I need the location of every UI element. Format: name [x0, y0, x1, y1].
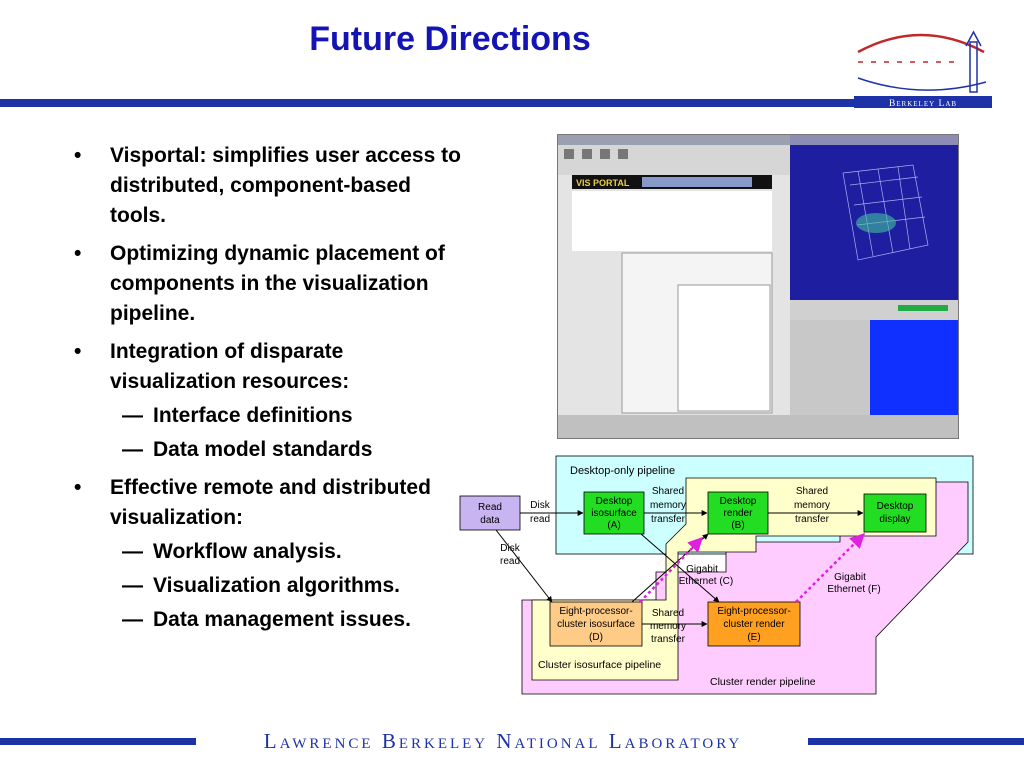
bullet-text: Effective remote and distributed visuali… [110, 476, 431, 529]
sub-bullet-item: — Workflow analysis. [72, 537, 467, 567]
bullet-marker: — [122, 404, 143, 427]
cluster-render-label: Cluster render pipeline [710, 676, 816, 688]
sub-bullet-item: — Interface definitions [72, 401, 467, 431]
top-rule [0, 99, 858, 107]
shared-2-line3: transfer [795, 514, 830, 525]
bullet-marker: • [74, 476, 82, 499]
bullet-text: Integration of disparate visualization r… [110, 340, 350, 393]
disk-read-1-line1: Disk [530, 500, 550, 511]
gigabit-f-line1: Gigabit [834, 572, 866, 583]
pipeline-diagram: Desktop-only pipeline Cluster render pip… [459, 455, 974, 695]
box-display-line2: display [879, 514, 910, 525]
desktop-pipeline-label: Desktop-only pipeline [570, 465, 675, 477]
slide-title: Future Directions [309, 20, 591, 58]
disk-read-1-line2: read [530, 514, 550, 525]
sub-bullet-item: — Data management issues. [72, 605, 467, 635]
box-display [863, 493, 927, 533]
bullet-text: Visportal: simplifies user access to dis… [110, 144, 461, 227]
bullet-text: Interface definitions [153, 404, 353, 427]
bullet-marker: • [74, 144, 82, 167]
box-e-line1: Eight-processor- [717, 606, 790, 617]
footer-lab-name: Lawrence Berkeley National Laboratory [263, 729, 743, 753]
bullet-item: • Visportal: simplifies user access to di… [72, 141, 467, 231]
disk-read-2-line2: read [500, 556, 520, 567]
box-e [707, 601, 801, 647]
arrow-a-to-e [640, 533, 720, 603]
shared-3-line1: Shared [652, 608, 684, 619]
box-e-line3: (E) [747, 632, 760, 643]
shared-2-line1: Shared [796, 486, 828, 497]
read-data-line2: data [480, 515, 500, 526]
shared-1-line2: memory [650, 500, 686, 511]
box-b-line3: (B) [731, 520, 744, 531]
logo-text: Berkeley Lab [889, 99, 957, 109]
arrow-read-to-d [495, 529, 553, 603]
bullet-text: Visualization algorithms. [153, 574, 400, 597]
bullet-marker: — [122, 438, 143, 461]
box-b-line1: Desktop [720, 496, 757, 507]
box-d [549, 601, 643, 647]
box-d-line2: cluster isosurface [557, 619, 635, 630]
sub-bullet-item: — Data model standards [72, 435, 467, 465]
box-b-line2: render [724, 508, 754, 519]
shared-1-line1: Shared [652, 486, 684, 497]
box-d-line1: Eight-processor- [559, 606, 632, 617]
bullet-item: • Effective remote and distributed visual… [72, 473, 467, 533]
bullet-text: Optimizing dynamic placement of componen… [110, 242, 445, 325]
bullet-text: Data management issues. [153, 608, 411, 631]
bullet-marker: — [122, 540, 143, 563]
box-d-line3: (D) [589, 632, 603, 643]
bullet-marker: • [74, 242, 82, 265]
arrow-e-to-display-gigabit [795, 532, 866, 603]
shared-3-line3: transfer [651, 634, 686, 645]
shared-2-line2: memory [794, 500, 830, 511]
bottom-rule-right [808, 738, 1024, 745]
bullet-item: • Integration of disparate visualization … [72, 337, 467, 397]
gigabit-c-line1: Gigabit [686, 564, 718, 575]
bullet-list: • Visportal: simplifies user access to di… [72, 141, 467, 643]
bullet-marker: • [74, 340, 82, 363]
read-data-line1: Read [478, 502, 502, 513]
shared-1-line3: transfer [651, 514, 686, 525]
box-a-line3: (A) [607, 520, 620, 531]
read-data-box [459, 495, 521, 531]
bullet-text: Workflow analysis. [153, 540, 342, 563]
bullet-item: • Optimizing dynamic placement of compone… [72, 239, 467, 329]
box-e-line2: cluster render [723, 619, 785, 630]
box-a-line1: Desktop [596, 496, 633, 507]
sub-bullet-item: — Visualization algorithms. [72, 571, 467, 601]
bullet-text: Data model standards [153, 438, 373, 461]
bullet-marker: — [122, 574, 143, 597]
box-a-line2: isosurface [591, 508, 637, 519]
visportal-screenshot: VIS PORTAL [557, 134, 959, 439]
screenshot-banner: VIS PORTAL [576, 178, 630, 188]
bullet-marker: — [122, 608, 143, 631]
cluster-iso-label: Cluster isosurface pipeline [538, 659, 661, 671]
arrow-d-to-b-gigabit [639, 536, 704, 603]
gigabit-f-line2: Ethernet (F) [827, 584, 880, 595]
berkeley-lab-logo: Berkeley Lab [854, 30, 992, 109]
bottom-rule-left [0, 738, 196, 745]
shared-3-line2: memory [650, 621, 686, 632]
gigabit-c-line2: Ethernet (C) [679, 576, 733, 587]
box-display-line1: Desktop [877, 501, 914, 512]
